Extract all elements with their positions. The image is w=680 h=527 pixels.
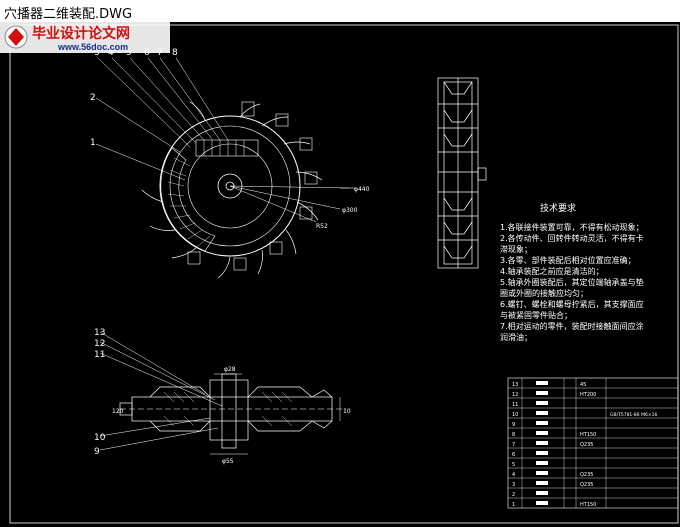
bom-row-number: 7 — [512, 442, 515, 448]
part-label: 11 — [94, 350, 105, 360]
tech-line: 与被紧固零件贴合； — [500, 310, 572, 320]
tech-line: 圈或外圈的接触应均匀； — [500, 288, 588, 298]
dim-label: φ55 — [222, 458, 234, 465]
bom-name-cells — [536, 381, 548, 505]
bom-row-number: 13 — [512, 382, 518, 388]
tech-line: 4.轴承装配之前应是清洁的； — [500, 266, 604, 276]
bom-row-number: 12 — [512, 392, 518, 398]
part-label: 10 — [94, 433, 106, 443]
tech-line: 5.轴承外圈装配后，其定位端轴承盖与垫 — [500, 277, 644, 287]
hatched-sector — [160, 147, 216, 252]
dim-label: R52 — [316, 223, 328, 230]
outer-rim — [159, 115, 301, 257]
front-view-dims: φ440 φ300 R52 — [316, 186, 370, 230]
bom-row-code: HT150 — [580, 432, 596, 438]
dim-label: 10 — [343, 408, 351, 415]
bom-row-number: 8 — [512, 432, 515, 438]
bom-row-code: HT200 — [580, 392, 596, 398]
dim-label: φ300 — [342, 207, 358, 214]
tech-line: 2.各传动件、回转件转动灵活，不得有卡 — [500, 233, 644, 243]
bom-row-code: Q235 — [580, 482, 593, 488]
bom-table: 13 12 11 10 9 8 7 6 5 4 3 2 1 45 HT200 H… — [507, 377, 679, 509]
hatch-lines — [167, 157, 211, 248]
section-view-labels: 13 12 11 10 9 — [94, 328, 106, 457]
tech-line: 润滑油； — [500, 332, 532, 342]
front-view — [95, 57, 356, 279]
technical-requirements: 技术要求 1.各联接件装置可靠，不得有松动现象； 2.各传动件、回转件转动灵活，… — [500, 202, 644, 342]
leader-lines — [95, 57, 351, 223]
part-label: 5 — [126, 48, 132, 58]
dim-label: φ28 — [224, 366, 236, 373]
bom-row-number: 6 — [512, 452, 515, 458]
bom-row-number: 2 — [512, 492, 515, 498]
part-label: 1 — [90, 138, 96, 148]
tech-line: 1.各联接件装置可靠，不得有松动现象； — [500, 222, 644, 232]
watermark-logo-mark — [8, 28, 24, 46]
tech-line: 3.各零、部件装配后相对位置应准确； — [500, 255, 636, 265]
part-label: 13 — [94, 328, 105, 338]
part-label: 7 — [157, 48, 163, 58]
bom-row-number: 10 — [512, 412, 518, 418]
watermark-text: 毕业设计论文网 — [32, 25, 130, 42]
part-label: 12 — [94, 339, 105, 349]
tech-line: 滞现象； — [500, 244, 532, 254]
front-view-labels: 3 4 5 6 7 8 2 1 — [90, 48, 178, 148]
bom-row-number: 3 — [512, 482, 515, 488]
part-label: 6 — [144, 48, 150, 58]
part-label: 3 — [94, 48, 100, 58]
section-view — [99, 331, 346, 455]
bom-row-code: 45 — [580, 382, 586, 388]
disc-ring — [187, 143, 273, 229]
part-label: 2 — [90, 93, 96, 103]
bom-row-number: 9 — [512, 422, 515, 428]
bom-row-code: HT150 — [580, 502, 596, 508]
window-title: 穴播器二维装配.DWG — [4, 7, 133, 22]
part-label: 4 — [108, 48, 114, 58]
dim-label: φ440 — [354, 186, 370, 193]
bom-row-number: 4 — [512, 472, 515, 478]
slot-block — [195, 139, 259, 157]
drawing-canvas[interactable]: 3 4 5 6 7 8 2 1 φ440 φ300 R52 技术要求 1.各联接… — [0, 22, 680, 527]
window-titlebar: 穴播器二维装配.DWG — [0, 0, 680, 23]
watermark: 毕业设计论文网 www.56doc.com — [0, 22, 170, 53]
dim-label: 120 — [112, 408, 124, 415]
bom-row-code: Q235 — [580, 442, 593, 448]
section-view-dims: φ55 10 φ28 120 — [112, 366, 351, 465]
inner-rim — [169, 125, 291, 247]
drawing-svg: 3 4 5 6 7 8 2 1 φ440 φ300 R52 技术要求 1.各联接… — [9, 24, 679, 524]
bom-frame — [507, 377, 679, 509]
drawing-frame — [9, 24, 679, 524]
bom-grid — [508, 378, 678, 508]
bom-row-code: Q235 — [580, 472, 593, 478]
bom-row-number: 5 — [512, 462, 515, 468]
tech-heading: 技术要求 — [540, 202, 576, 214]
tech-line: 7.相对运动的零件，装配时接触面间应涂 — [500, 321, 644, 331]
part-label: 9 — [94, 447, 100, 457]
bom-row-numbers: 13 12 11 10 9 8 7 6 5 4 3 2 1 — [512, 382, 518, 508]
bom-standard-note: GB/T5781-86 M6×16 — [610, 412, 657, 418]
bom-row-codes: 45 HT200 HT150 Q235 Q235 Q235 HT150 — [580, 382, 596, 508]
bom-row-number: 1 — [512, 502, 515, 508]
part-label: 8 — [172, 48, 178, 58]
teeth-boxes — [187, 101, 318, 271]
side-view — [437, 77, 487, 269]
slot-teeth — [203, 140, 245, 156]
watermark-url: www.56doc.com — [57, 42, 128, 52]
bom-row-number: 11 — [512, 402, 518, 408]
tech-line: 6.螺钉、螺栓和螺母拧紧后，其支撑面应 — [500, 299, 644, 309]
spoon-fingers — [141, 101, 323, 279]
